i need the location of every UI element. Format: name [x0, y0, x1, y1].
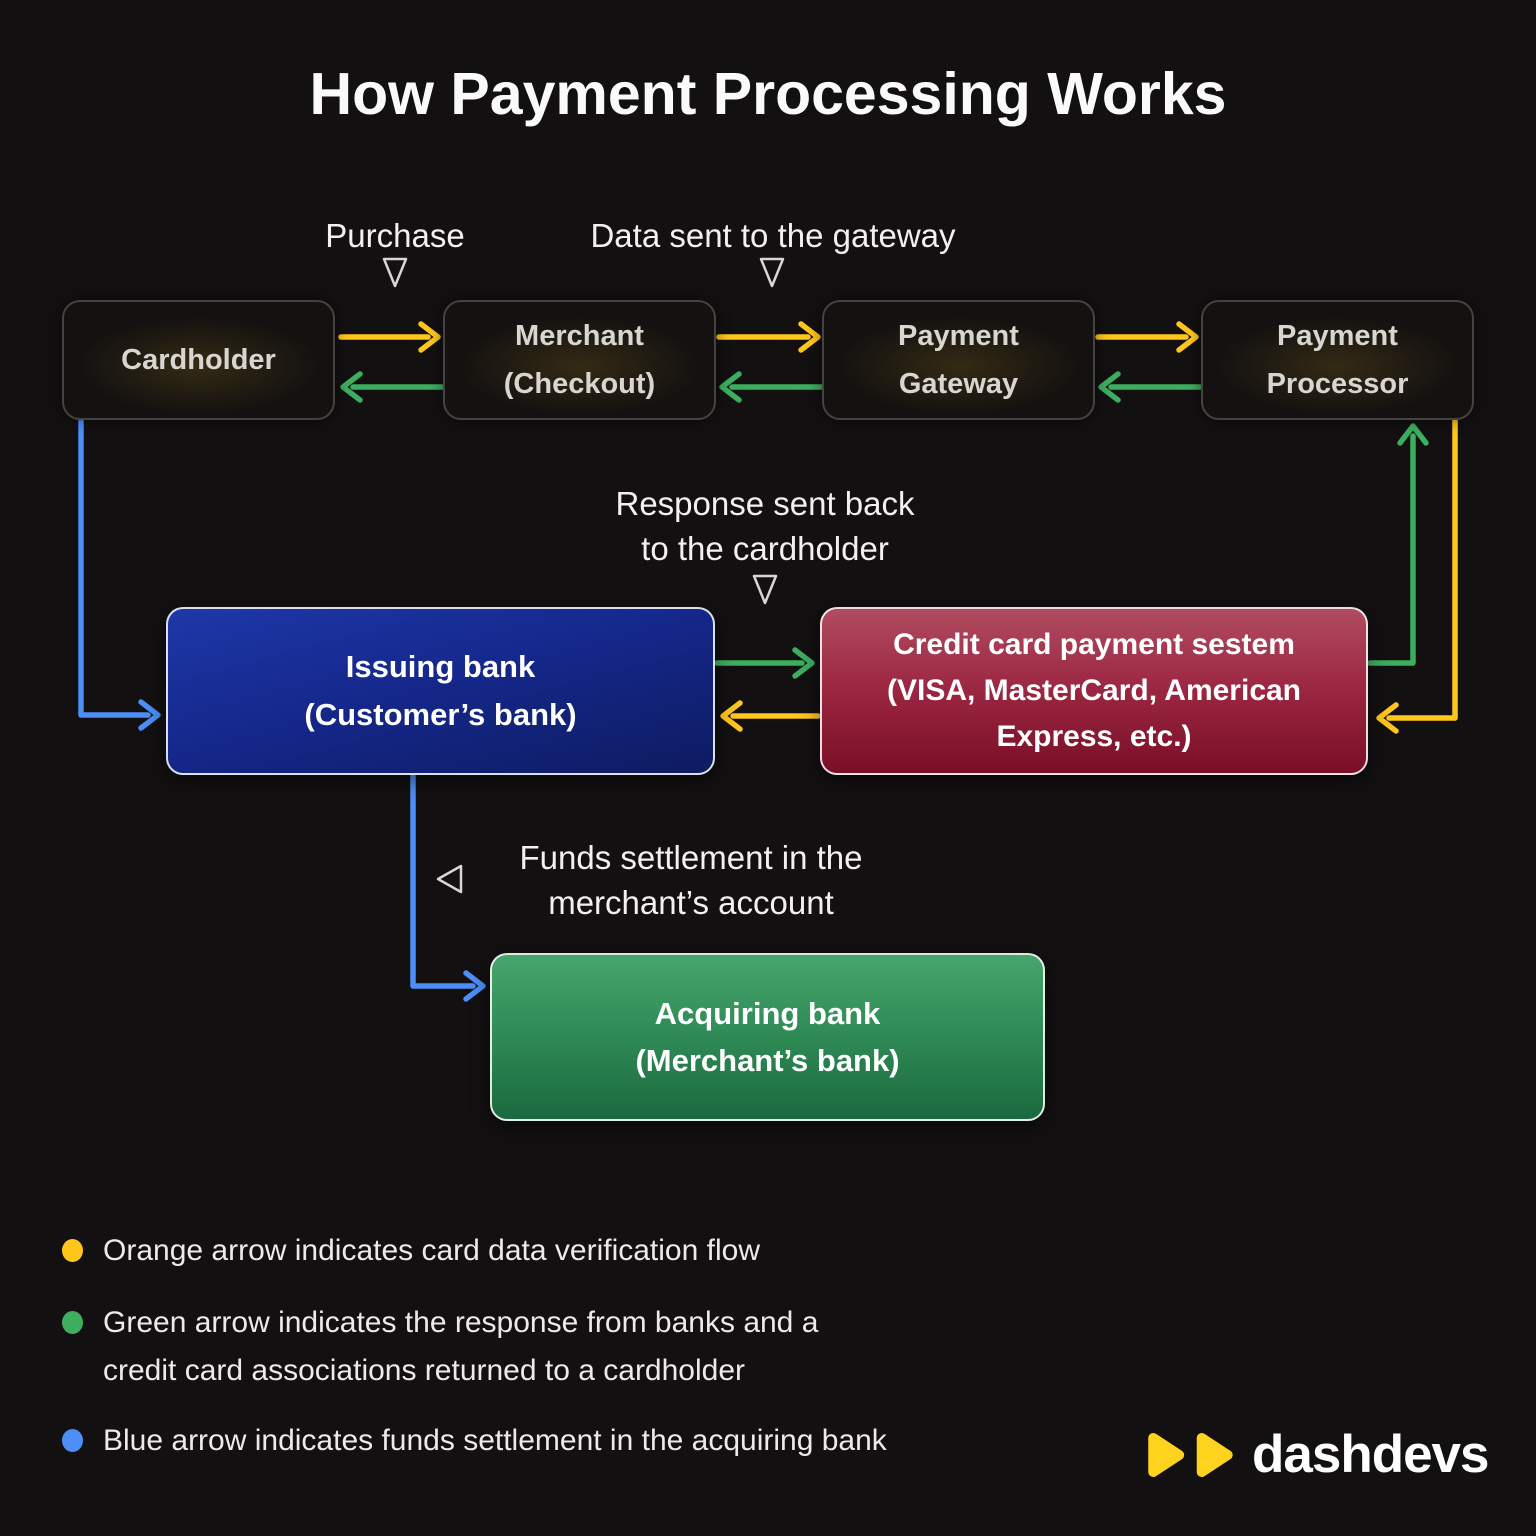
page-title: How Payment Processing Works — [309, 61, 1227, 127]
arrowhead — [1376, 702, 1399, 734]
arrowhead — [719, 371, 742, 403]
triangle-left-icon — [436, 864, 463, 894]
arrowhead — [138, 699, 161, 731]
triangle-down-icon — [752, 574, 778, 605]
play-triangle-icon — [1196, 1432, 1233, 1477]
label-response-line2: to the cardholder — [641, 530, 889, 567]
blue-dot-icon — [62, 1429, 83, 1452]
arrow-processor-to-card-system — [1386, 418, 1458, 721]
legend-line: credit card associations returned to a c… — [103, 1354, 746, 1387]
node-acquiring-bank: Acquiring bank (Merchant’s bank) — [490, 953, 1045, 1121]
node-label: Express, etc.) — [996, 720, 1192, 753]
triangle-down-icon — [759, 257, 785, 288]
node-issuing-bank: Issuing bank (Customer’s bank) — [166, 607, 715, 775]
label-data-sent-to-gateway: Data sent to the gateway — [590, 217, 956, 254]
logo-text: dashdevs — [1252, 1425, 1490, 1484]
node-label: Processor — [1266, 368, 1409, 400]
node-label: (VISA, MasterCard, American — [886, 674, 1302, 707]
orange-dot-icon — [62, 1239, 83, 1262]
legend-item-orange: Orange arrow indicates card data verific… — [62, 1227, 760, 1275]
node-label: Gateway — [898, 368, 1019, 400]
dashdevs-logo: dashdevs — [1146, 1424, 1490, 1485]
node-label: Issuing bank — [345, 649, 536, 684]
label-funds-settlement: Funds settlement in the merchant’s accou… — [466, 835, 916, 925]
arrowhead — [720, 700, 743, 732]
node-label: Merchant — [515, 320, 644, 352]
node-payment-gateway: Payment Gateway — [822, 300, 1095, 420]
label-response-line1: Response sent back — [615, 485, 915, 522]
label-response-sent-back: Response sent back to the cardholder — [515, 481, 1015, 571]
node-label: Acquiring bank — [654, 996, 881, 1031]
node-label: (Checkout) — [503, 368, 656, 400]
legend-line: Green arrow indicates the response from … — [103, 1306, 819, 1339]
legend-line: Blue arrow indicates funds settlement in… — [103, 1424, 887, 1457]
node-label: Cardholder — [121, 344, 276, 376]
label-purchase: Purchase — [325, 217, 465, 254]
node-label: Credit card payment sestem — [893, 628, 1295, 661]
triangle-down-icon — [382, 257, 408, 288]
play-triangle-icon — [1148, 1432, 1185, 1477]
legend-text: Green arrow indicates the response from … — [103, 1299, 818, 1395]
arrowhead — [792, 647, 815, 679]
arrowhead — [798, 321, 821, 353]
node-payment-processor: Payment Processor — [1201, 300, 1474, 420]
arrowhead — [340, 371, 363, 403]
node-label: (Merchant’s bank) — [635, 1043, 900, 1078]
double-play-icon — [1148, 1432, 1233, 1477]
legend-line: Orange arrow indicates card data verific… — [103, 1234, 760, 1267]
arrow-issuing-to-acquiring — [410, 773, 476, 989]
legend-text: Blue arrow indicates funds settlement in… — [103, 1417, 887, 1465]
arrowhead — [418, 321, 441, 353]
node-credit-card-system: Credit card payment sestem (VISA, Master… — [820, 607, 1368, 775]
green-dot-icon — [62, 1311, 83, 1334]
legend-text: Orange arrow indicates card data verific… — [103, 1227, 760, 1275]
node-label: Payment — [1277, 320, 1398, 352]
arrowhead — [1098, 371, 1121, 403]
label-funds-line1: Funds settlement in the — [519, 839, 863, 876]
label-funds-line2: merchant’s account — [548, 884, 834, 921]
legend-item-blue: Blue arrow indicates funds settlement in… — [62, 1417, 887, 1465]
legend-item-green: Green arrow indicates the response from … — [62, 1299, 818, 1395]
arrowhead — [463, 970, 486, 1002]
node-cardholder: Cardholder — [62, 300, 335, 420]
arrow-cardholder-to-issuing — [78, 418, 151, 718]
arrow-card-system-to-processor — [1367, 433, 1416, 666]
arrowhead — [1397, 423, 1429, 446]
node-merchant: Merchant (Checkout) — [443, 300, 716, 420]
arrowhead — [1176, 321, 1199, 353]
node-label: Payment — [898, 320, 1019, 352]
node-label: (Customer’s bank) — [304, 697, 577, 732]
